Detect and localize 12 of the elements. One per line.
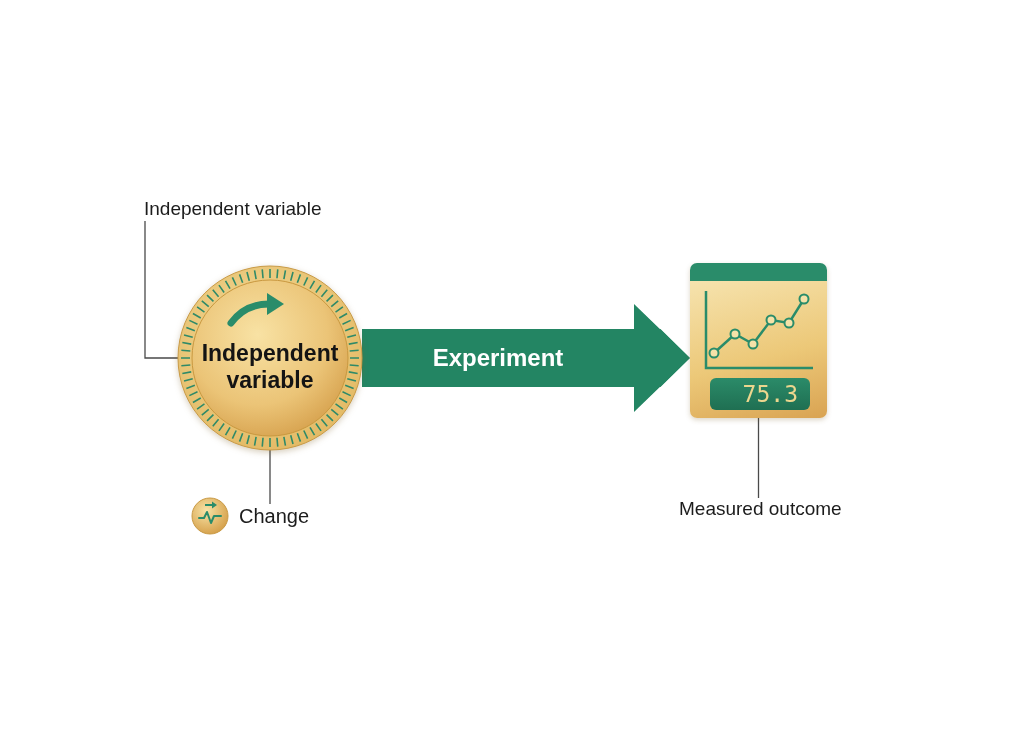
block-arrow <box>362 304 690 412</box>
measurement-panel <box>690 263 827 418</box>
leader-line <box>269 449 271 505</box>
node-label: Independent variable <box>200 340 340 394</box>
leader-line <box>757 417 760 499</box>
callout-label: Independent variable <box>144 198 322 221</box>
callout-label: Change <box>239 504 310 528</box>
dial-node <box>177 265 363 451</box>
callout-label: Measured outcome <box>679 498 842 521</box>
edge-label: Experiment <box>432 344 564 372</box>
digital-readout: 75.3 <box>710 378 810 410</box>
leader-line <box>144 220 179 359</box>
